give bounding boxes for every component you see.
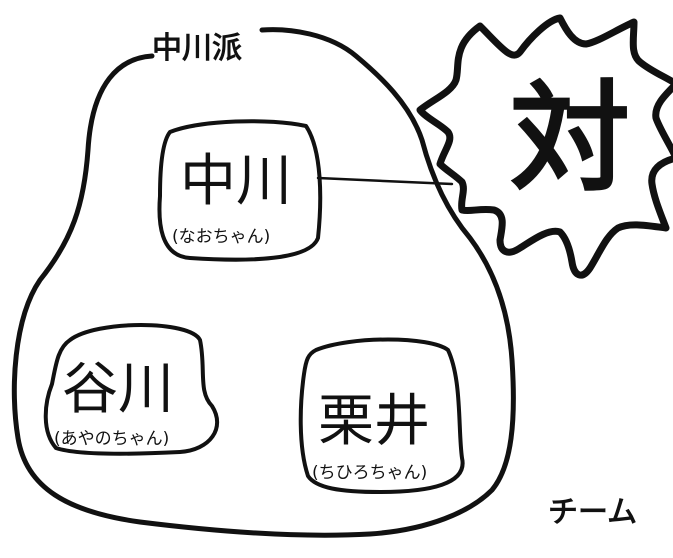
member-nakagawa-name: 中川 [180, 149, 292, 214]
member-kurii-name: 栗井 [318, 389, 430, 454]
member-nakagawa-nickname: (なおちゃん) [172, 227, 270, 247]
member-kurii-nickname: (ちひろちゃん) [312, 463, 427, 483]
faction-label: 中川派 [152, 31, 242, 66]
member-nakagawa-border [157, 119, 323, 262]
member-kurii-border [298, 337, 465, 494]
member-kurii: 栗井 (ちひろちゃん) [298, 337, 465, 494]
member-tanikawa-border [43, 323, 219, 456]
faction-boundary [11, 27, 516, 538]
member-nakagawa: 中川 (なおちゃん) [157, 119, 323, 262]
connector-line [316, 176, 454, 186]
member-tanikawa-nickname: (あやのちゃん) [54, 429, 169, 449]
member-tanikawa-name: 谷川 [62, 357, 174, 422]
opposition-burst [416, 14, 673, 279]
team-label: チーム [548, 495, 637, 530]
opposition-symbol: 対 [510, 70, 630, 209]
member-tanikawa: 谷川 (あやのちゃん) [43, 323, 219, 456]
